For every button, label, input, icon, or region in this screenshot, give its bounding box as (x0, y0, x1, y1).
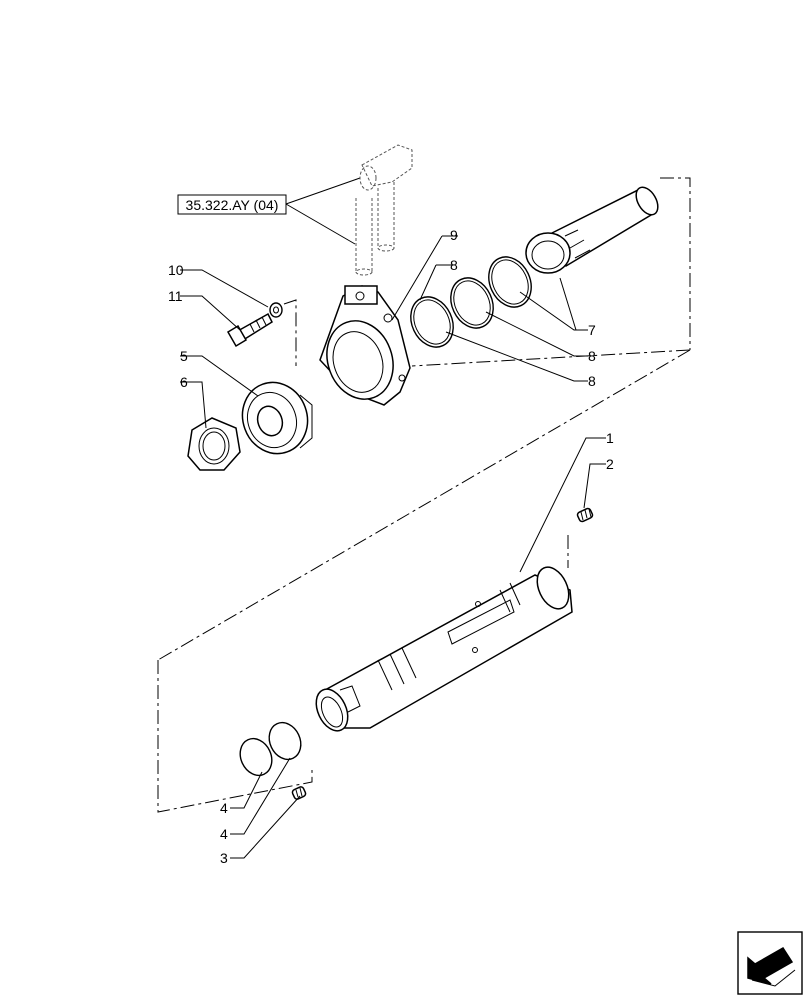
callout-6: 6 (180, 374, 188, 390)
washer-part-10 (269, 302, 283, 318)
o-ring-part-4b (268, 721, 302, 761)
callout-8-top: 8 (450, 257, 458, 273)
callout-2: 2 (606, 456, 614, 472)
callout-4b: 4 (220, 826, 228, 842)
callout-4a: 4 (220, 800, 228, 816)
seal-ring-8b (450, 277, 494, 329)
o-ring-part-4a (239, 737, 273, 777)
nut-part-6 (187, 417, 241, 471)
callout-8b: 8 (588, 373, 596, 389)
callout-5: 5 (180, 348, 188, 364)
callout-11: 11 (168, 288, 183, 304)
set-screw-part-2 (576, 507, 594, 523)
callout-3: 3 (220, 850, 228, 866)
seal-ring-8a (488, 256, 532, 308)
sleeve-part-7 (525, 186, 659, 274)
callout-8a: 8 (588, 348, 596, 364)
reference-link[interactable]: 35.322.AY (04) (177, 194, 287, 215)
seal-ring-8c (410, 296, 454, 348)
set-screw-part-3 (291, 786, 307, 800)
next-page-arrow-icon[interactable] (737, 931, 803, 995)
housing-part-9 (319, 285, 411, 406)
bearing-part-5 (241, 381, 313, 455)
callout-1: 1 (606, 430, 614, 446)
shaft-part-1 (315, 566, 573, 732)
reference-link-label: 35.322.AY (04) (186, 197, 279, 213)
callout-9: 9 (450, 227, 458, 243)
callout-7: 7 (588, 322, 596, 338)
leader-lines (180, 235, 606, 859)
callout-10: 10 (168, 262, 184, 278)
bolt-part-11 (226, 312, 273, 348)
callout-labels: 1 2 3 4 4 5 6 7 8 8 9 10 11 (168, 227, 614, 866)
elbow-fitting (355, 144, 413, 276)
